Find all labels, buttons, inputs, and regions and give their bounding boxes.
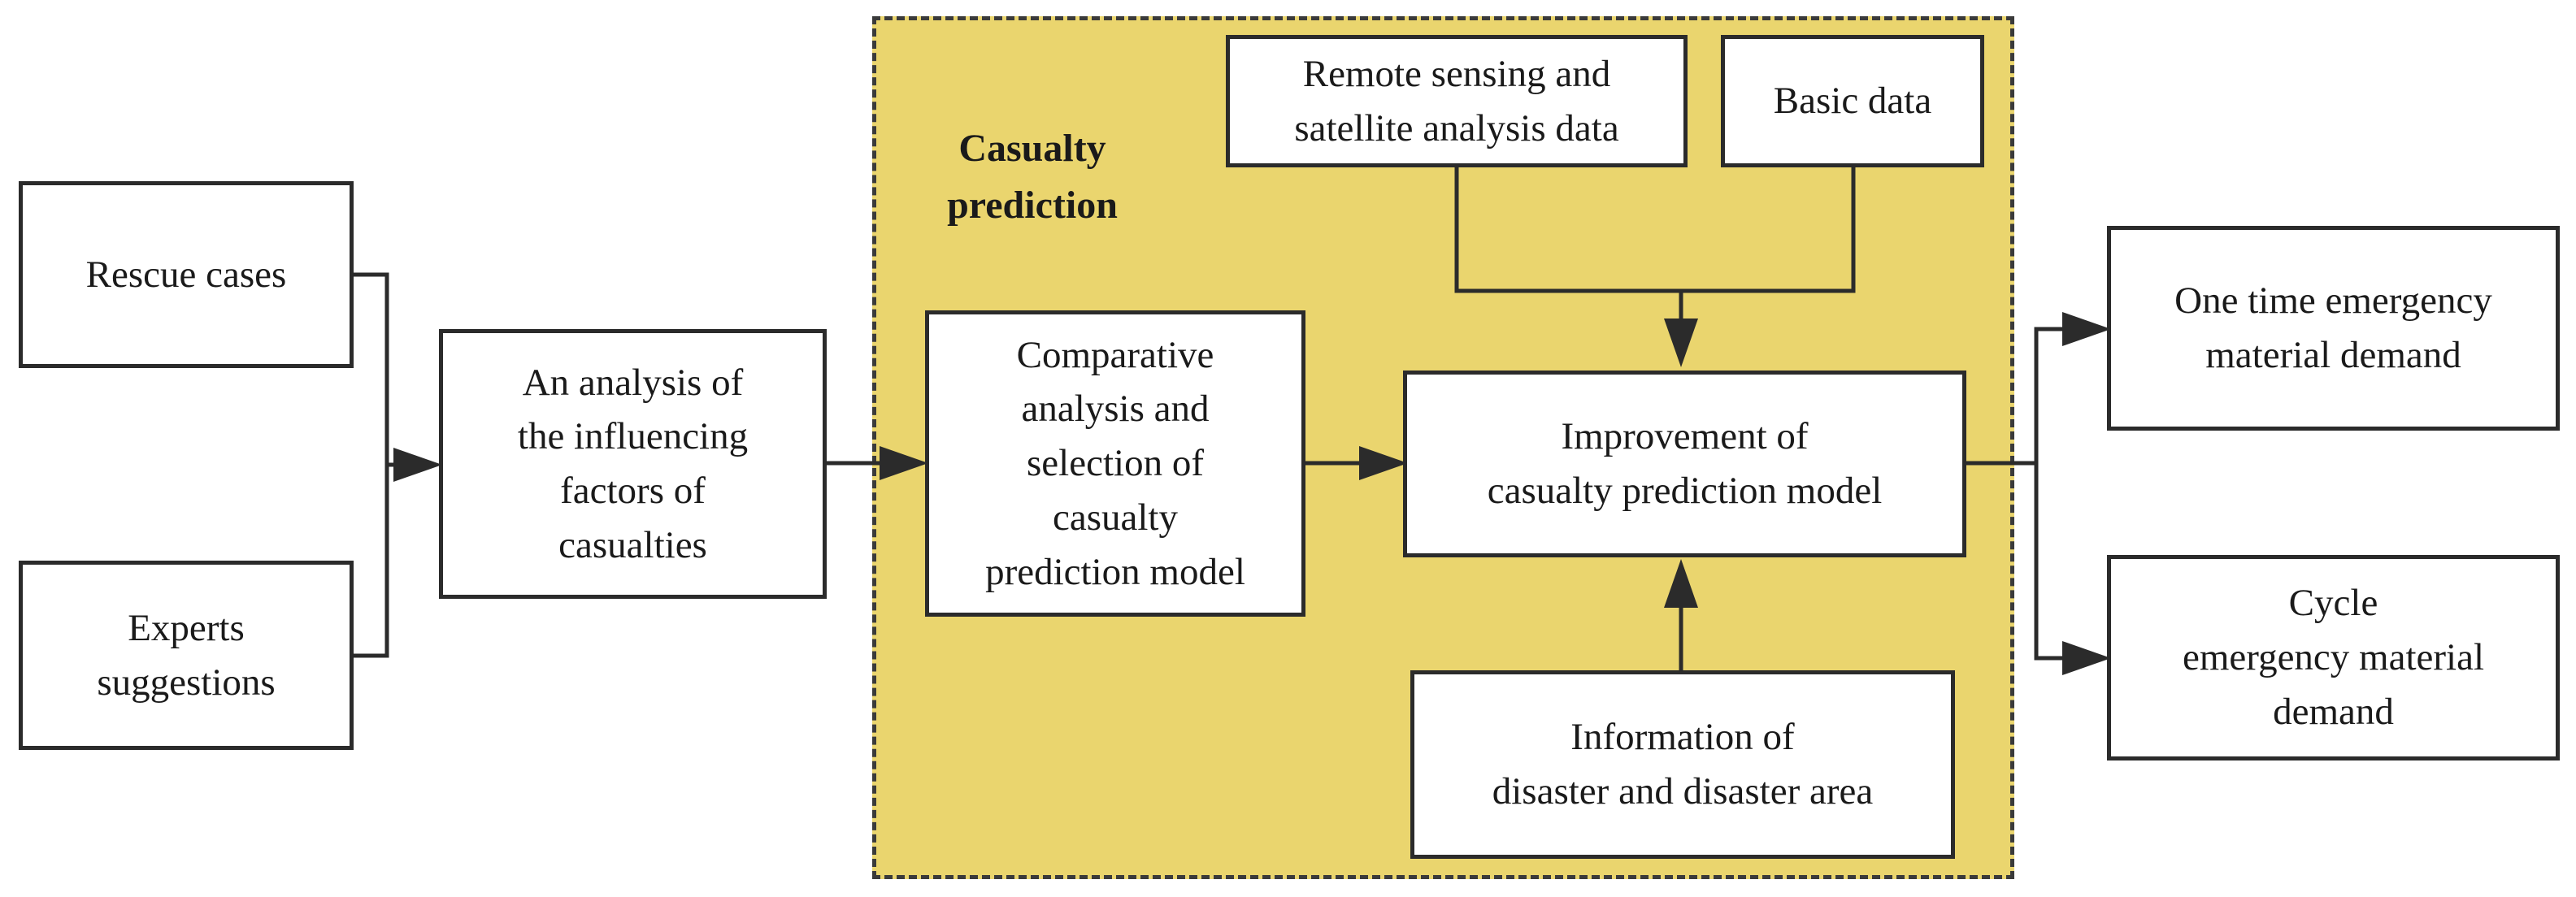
- edge-basic-data: [1681, 167, 1856, 293]
- node-one-time-demand: One time emergency material demand: [2107, 226, 2560, 431]
- node-text-line: Information of: [1570, 716, 1795, 759]
- group-label-line: prediction: [947, 183, 1118, 227]
- arrowhead-to-improvement-bottom: [1664, 559, 1698, 608]
- node-text-line: An analysis of: [522, 361, 744, 404]
- node-disaster-info: Information of disaster and disaster are…: [1410, 670, 1955, 859]
- node-text-line: casualty prediction model: [1487, 470, 1883, 512]
- node-text-line: suggestions: [97, 661, 276, 704]
- node-text-line: the influencing: [517, 415, 749, 458]
- node-text-line: casualties: [558, 523, 707, 566]
- node-text-line: factors of: [560, 470, 706, 512]
- arrowhead-to-improvement-top: [1664, 318, 1698, 367]
- node-text-line: casualty: [1053, 496, 1178, 539]
- node-experts-suggestions: Experts suggestions: [19, 561, 354, 750]
- node-text-line: prediction model: [985, 550, 1245, 593]
- edge-experts-suggestions: [352, 465, 389, 658]
- node-text-line: material demand: [2205, 334, 2461, 376]
- node-influencing-factors: An analysis of the influencing factors o…: [439, 329, 827, 599]
- arrowhead-to-improvement-left: [1359, 446, 1408, 480]
- node-improvement: Improvement of casualty prediction model: [1403, 370, 1966, 557]
- node-text-line: analysis and: [1021, 388, 1210, 431]
- node-cycle-demand: Cycle emergency material demand: [2107, 555, 2560, 760]
- node-text-line: Experts: [128, 606, 245, 649]
- node-basic-data: Basic data: [1721, 35, 1984, 167]
- group-label-line: Casualty: [958, 127, 1106, 170]
- arrowhead-to-cycle: [2062, 641, 2111, 675]
- node-rescue-cases: Rescue cases: [19, 181, 354, 368]
- node-text-line: Remote sensing and: [1302, 52, 1611, 95]
- node-text-line: Comparative: [1016, 333, 1214, 376]
- arrowhead-to-one-time: [2062, 312, 2111, 346]
- node-text-line: Rescue cases: [85, 253, 287, 296]
- node-comparative-analysis: Comparative analysis and selection of ca…: [925, 310, 1305, 617]
- node-text-line: One time emergency: [2174, 280, 2492, 323]
- casualty-prediction-label: Casualty prediction: [919, 120, 1146, 233]
- node-remote-sensing: Remote sensing and satellite analysis da…: [1226, 35, 1688, 167]
- node-text-line: Basic data: [1773, 80, 1932, 123]
- edge-rescue-cases: [352, 272, 389, 465]
- node-text-line: disaster and disaster area: [1492, 770, 1874, 812]
- node-text-line: emergency material: [2182, 636, 2485, 679]
- arrowhead-to-comparative: [880, 446, 928, 480]
- arrowhead-to-influencing: [393, 448, 442, 482]
- edge-split-to-one-time: [2034, 327, 2069, 463]
- node-text-line: demand: [2273, 690, 2394, 733]
- edge-split-to-cycle: [2034, 463, 2069, 661]
- node-text-line: Cycle: [2288, 582, 2378, 625]
- node-text-line: Improvement of: [1561, 415, 1809, 458]
- node-text-line: satellite analysis data: [1294, 106, 1619, 150]
- edge-remote-sensing: [1454, 167, 1681, 293]
- node-text-line: selection of: [1027, 442, 1204, 485]
